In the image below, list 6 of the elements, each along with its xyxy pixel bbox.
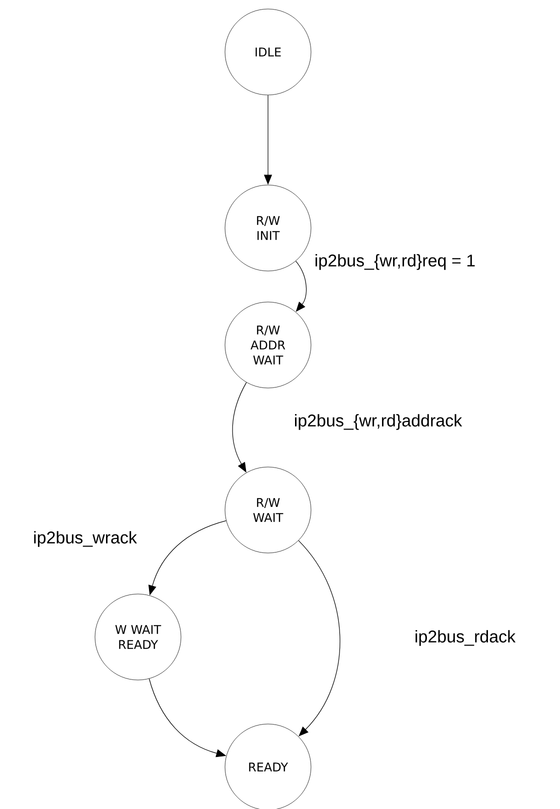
edge-label: ip2bus_wrack <box>32 530 138 548</box>
arrow <box>298 540 340 736</box>
arrow <box>295 260 307 312</box>
edge-label: ip2bus_{wr,rd}req = 1 <box>313 253 477 271</box>
edge-label: ip2bus_{wr,rd}addrack <box>292 413 464 431</box>
edge-label: ip2bus_rdack <box>413 629 517 647</box>
